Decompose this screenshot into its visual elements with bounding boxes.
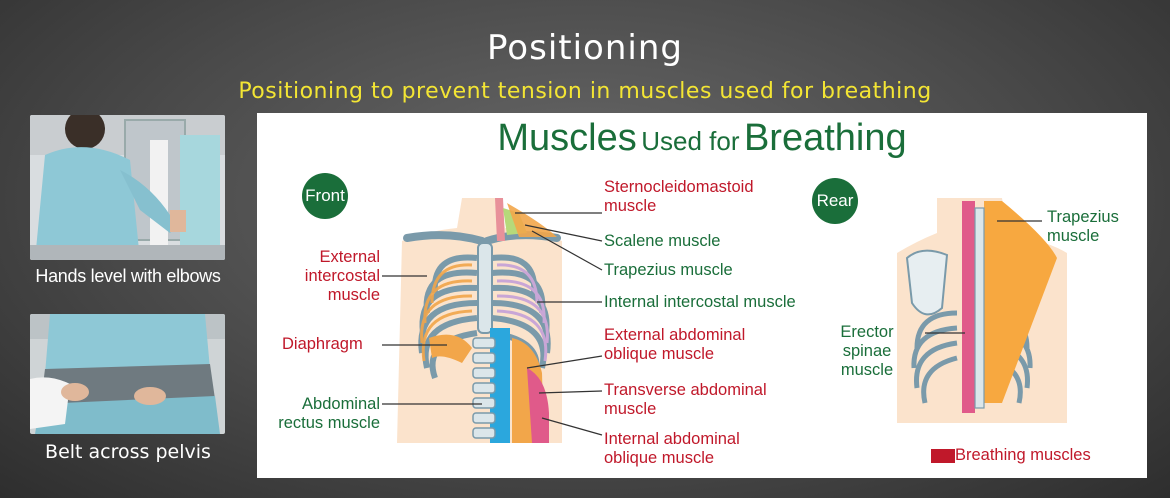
label-diaphragm: Diaphragm — [282, 335, 363, 354]
label-scalene: Scalene muscle — [604, 232, 720, 251]
label-trapezius-front: Trapezius muscle — [604, 261, 733, 280]
front-torso — [397, 198, 562, 443]
legend: Breathing muscles — [931, 446, 1091, 465]
label-transverse-abdominal: Transverse abdominal muscle — [604, 381, 784, 419]
label-sternocleidomastoid: Sternocleidomastoid muscle — [604, 178, 764, 216]
label-trapezius-rear: Trapezius muscle — [1047, 208, 1127, 246]
label-external-abdominal-oblique: External abdominal oblique muscle — [604, 326, 794, 364]
photo-belt-pelvis — [30, 314, 225, 434]
label-abdominal-rectus: Abdominal rectus muscle — [272, 395, 380, 433]
label-external-intercostal: External intercostal muscle — [272, 248, 380, 305]
slide-subtitle: Positioning to prevent tension in muscle… — [0, 79, 1170, 104]
label-erector-spinae: Erector spinae muscle — [827, 323, 907, 380]
photo-hands-level — [30, 115, 225, 260]
legend-label: Breathing muscles — [955, 446, 1091, 465]
breathing-muscles-diagram: Muscles Used for Breathing — [257, 113, 1147, 478]
photo-caption-hands: Hands level with elbows — [8, 266, 248, 287]
legend-swatch — [931, 449, 955, 463]
front-badge: Front — [302, 173, 348, 219]
label-internal-intercostal: Internal intercostal muscle — [604, 293, 796, 312]
front-spine — [473, 338, 495, 438]
rear-badge: Rear — [812, 178, 858, 224]
photo-caption-belt: Belt across pelvis — [8, 441, 248, 463]
slide-title: Positioning — [0, 28, 1170, 68]
rear-torso — [897, 198, 1067, 423]
label-internal-abdominal-oblique: Internal abdominal oblique muscle — [604, 430, 784, 468]
